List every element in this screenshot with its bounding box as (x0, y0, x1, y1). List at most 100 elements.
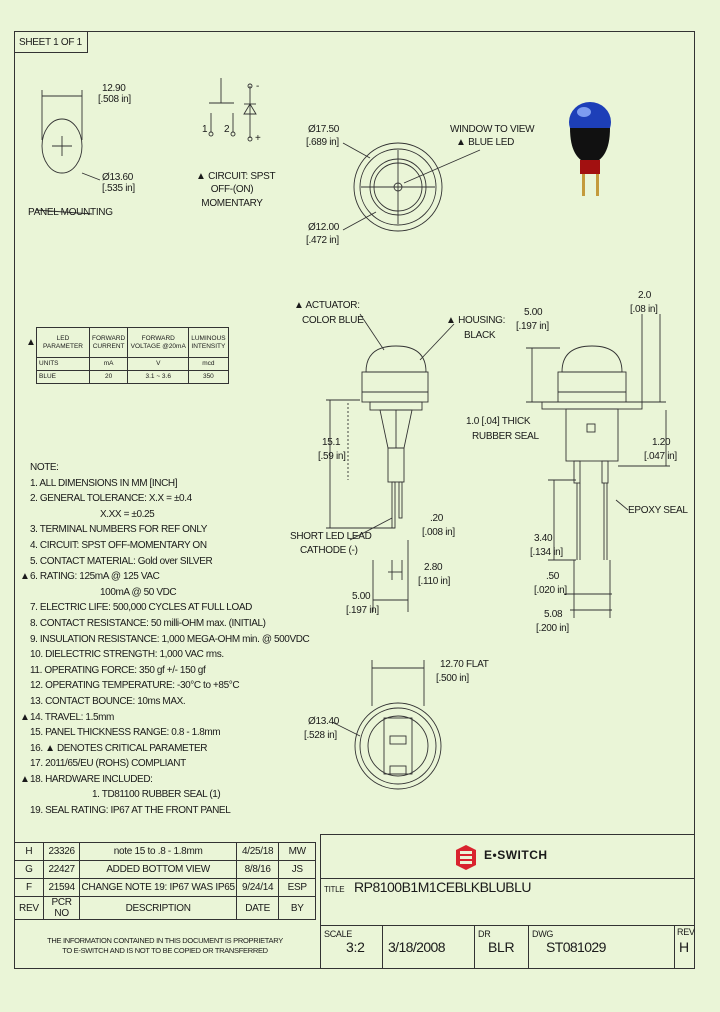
note-text: 1. TD81100 RUBBER SEAL (1) (92, 789, 221, 801)
circuit-label-2: OFF-(ON) (210, 184, 254, 195)
rev-header: BY (278, 896, 316, 920)
top-dia-inner-in: [.472 in] (306, 235, 339, 246)
title-divider-4 (382, 925, 383, 969)
note-line: 12. OPERATING TEMPERATURE: -30°C to +85°… (20, 680, 290, 696)
dwg-label: DWG (532, 929, 554, 939)
led-header: FORWARD VOLTAGE @20mA (127, 327, 190, 358)
note-text: 15. PANEL THICKNESS RANGE: 0.8 - 1.8mm (30, 727, 221, 739)
note-text: 2. GENERAL TOLERANCE: X.X = ±0.4 (30, 493, 192, 505)
revision-row: G 22427 ADDED BOTTOM VIEW 8/8/16 JS (14, 860, 316, 879)
right-leadw-in: [.020 in] (534, 585, 567, 596)
company-name: E•SWITCH (484, 848, 548, 862)
right-spacing-mm: 5.08 (544, 609, 563, 620)
rev-cell: 21594 (42, 878, 81, 897)
panel-mounting-label: PANEL MOUNTING (28, 207, 113, 218)
panel-width-in: [.508 in] (98, 94, 131, 105)
drawn-by-label: DR (478, 929, 491, 939)
note-line: 3. TERMINAL NUMBERS FOR REF ONLY (20, 524, 290, 540)
actuator-label-2: COLOR BLUE (302, 315, 364, 326)
circuit-label-1: ▲ CIRCUIT: SPST (196, 171, 276, 182)
note-line: 8. CONTACT RESISTANCE: 50 milli-OHM max.… (20, 618, 290, 634)
led-header: FORWARD CURRENT (88, 327, 129, 358)
note-text: 5. CONTACT MATERIAL: Gold over SILVER (30, 555, 213, 567)
scale-label: SCALE (324, 929, 353, 939)
date-value: 3/18/2008 (388, 939, 445, 955)
rev-cell: ESP (278, 878, 316, 897)
note-line: 2. GENERAL TOLERANCE: X.X = ±0.4 (20, 493, 290, 509)
note-text: 14. TRAVEL: 1.5mm (30, 711, 114, 723)
bottom-dia-mm: Ø13.40 (308, 716, 340, 727)
top-dia-outer-in: [.689 in] (306, 137, 339, 148)
rev-label: REV (677, 927, 695, 937)
rev-cell: 4/25/18 (235, 842, 280, 861)
circuit-plus: + (255, 133, 261, 144)
note-text: 11. OPERATING FORCE: 350 gf +/- 150 gf (30, 664, 206, 676)
note-text: 19. SEAL RATING: IP67 AT THE FRONT PANEL (30, 805, 231, 817)
epoxy-label: EPOXY SEAL (628, 505, 688, 516)
scale-value: 3:2 (346, 939, 365, 955)
lead-width-in: [.008 in] (422, 527, 455, 538)
note-line: NOTE: (20, 462, 290, 478)
revision-header-row: REV PCR NO DESCRIPTION DATE BY (14, 896, 316, 920)
rev-cell: 23326 (42, 842, 81, 861)
rev-header: PCR NO (42, 896, 81, 920)
note-line: 5. CONTACT MATERIAL: Gold over SILVER (20, 556, 290, 572)
rev-cell: 8/8/16 (235, 860, 280, 879)
circuit-pin2: 2 (224, 124, 230, 135)
right-width-in: [.197 in] (516, 321, 549, 332)
seal-label-2: RUBBER SEAL (472, 431, 539, 442)
title-divider-2 (320, 925, 695, 926)
note-line: 100mA @ 50 VDC (20, 587, 290, 603)
lead-label-2: CATHODE (-) (300, 545, 358, 556)
note-text: 6. RATING: 125mA @ 125 VAC (30, 571, 160, 583)
led-cell: mcd (188, 357, 229, 371)
lead-pitch-in: [.110 in] (418, 576, 451, 587)
note-line: 10. DIELECTRIC STRENGTH: 1,000 VAC rms. (20, 649, 290, 665)
housing-label-2: BLACK (464, 330, 496, 341)
sheet-number: SHEET 1 OF 1 (19, 37, 82, 48)
right-width-mm: 5.00 (524, 307, 543, 318)
title-label: TITLE (324, 885, 345, 894)
revision-table: H 23326 note 15 to .8 - 1.8mm 4/25/18 MW… (14, 842, 316, 920)
title-divider-7 (674, 925, 675, 969)
panel-width-mm: 12.90 (102, 83, 126, 94)
critical-marker: ▲ (20, 571, 30, 583)
note-line: 9. INSULATION RESISTANCE: 1,000 MEGA-OHM… (20, 634, 310, 650)
critical-marker: ▲ (20, 773, 30, 785)
proprietary-line-2: TO E-SWITCH AND IS NOT TO BE COPIED OR T… (62, 946, 268, 955)
led-parameter-table: LED PARAMETER FORWARD CURRENT FORWARD VO… (36, 327, 229, 384)
rev-header: DESCRIPTION (79, 896, 237, 920)
note-text: 17. 2011/65/EU (ROHS) COMPLIANT (30, 758, 186, 770)
bottom-flat-in: [.500 in] (436, 673, 469, 684)
drawn-by-value: BLR (488, 939, 515, 955)
rev-cell: H (14, 842, 44, 861)
note-line: 17. 2011/65/EU (ROHS) COMPLIANT (20, 758, 290, 774)
actuator-label-1: ▲ ACTUATOR: (294, 300, 360, 311)
note-text: 100mA @ 50 VDC (100, 586, 177, 598)
rev-cell: G (14, 860, 44, 879)
note-text: 9. INSULATION RESISTANCE: 1,000 MEGA-OHM… (30, 633, 310, 645)
rev-cell: 22427 (42, 860, 81, 879)
note-line: 19. SEAL RATING: IP67 AT THE FRONT PANEL (20, 805, 290, 821)
led-cell: 20 (88, 370, 129, 384)
rev-cell: CHANGE NOTE 19: IP67 WAS IP65 (79, 878, 237, 897)
rev-header: REV (14, 896, 44, 920)
lead-span-in: [.197 in] (346, 605, 379, 616)
note-text: 18. HARDWARE INCLUDED: (30, 773, 153, 785)
note-line: 16. ▲ DENOTES CRITICAL PARAMETER (20, 743, 290, 759)
led-table-marker: ▲ (26, 337, 36, 348)
note-text: 8. CONTACT RESISTANCE: 50 milli-OHM max.… (30, 617, 266, 629)
title-divider-3 (320, 925, 321, 969)
window-label-1: WINDOW TO VIEW (450, 124, 535, 135)
note-text: 3. TERMINAL NUMBERS FOR REF ONLY (30, 524, 208, 536)
led-cell: mA (88, 357, 129, 371)
product-photo (569, 102, 611, 196)
circuit-pin1: 1 (202, 124, 208, 135)
part-number-title: RP8100B1M1CEBLKBLUBLU (354, 879, 532, 895)
note-text: 10. DIELECTRIC STRENGTH: 1,000 VAC rms. (30, 649, 224, 661)
note-line: 1. ALL DIMENSIONS IN MM [INCH] (20, 478, 290, 494)
led-cell: V (127, 357, 190, 371)
rev-cell: 9/24/14 (235, 878, 280, 897)
lead-pitch-mm: 2.80 (424, 562, 443, 573)
rev-cell: ADDED BOTTOM VIEW (79, 860, 237, 879)
